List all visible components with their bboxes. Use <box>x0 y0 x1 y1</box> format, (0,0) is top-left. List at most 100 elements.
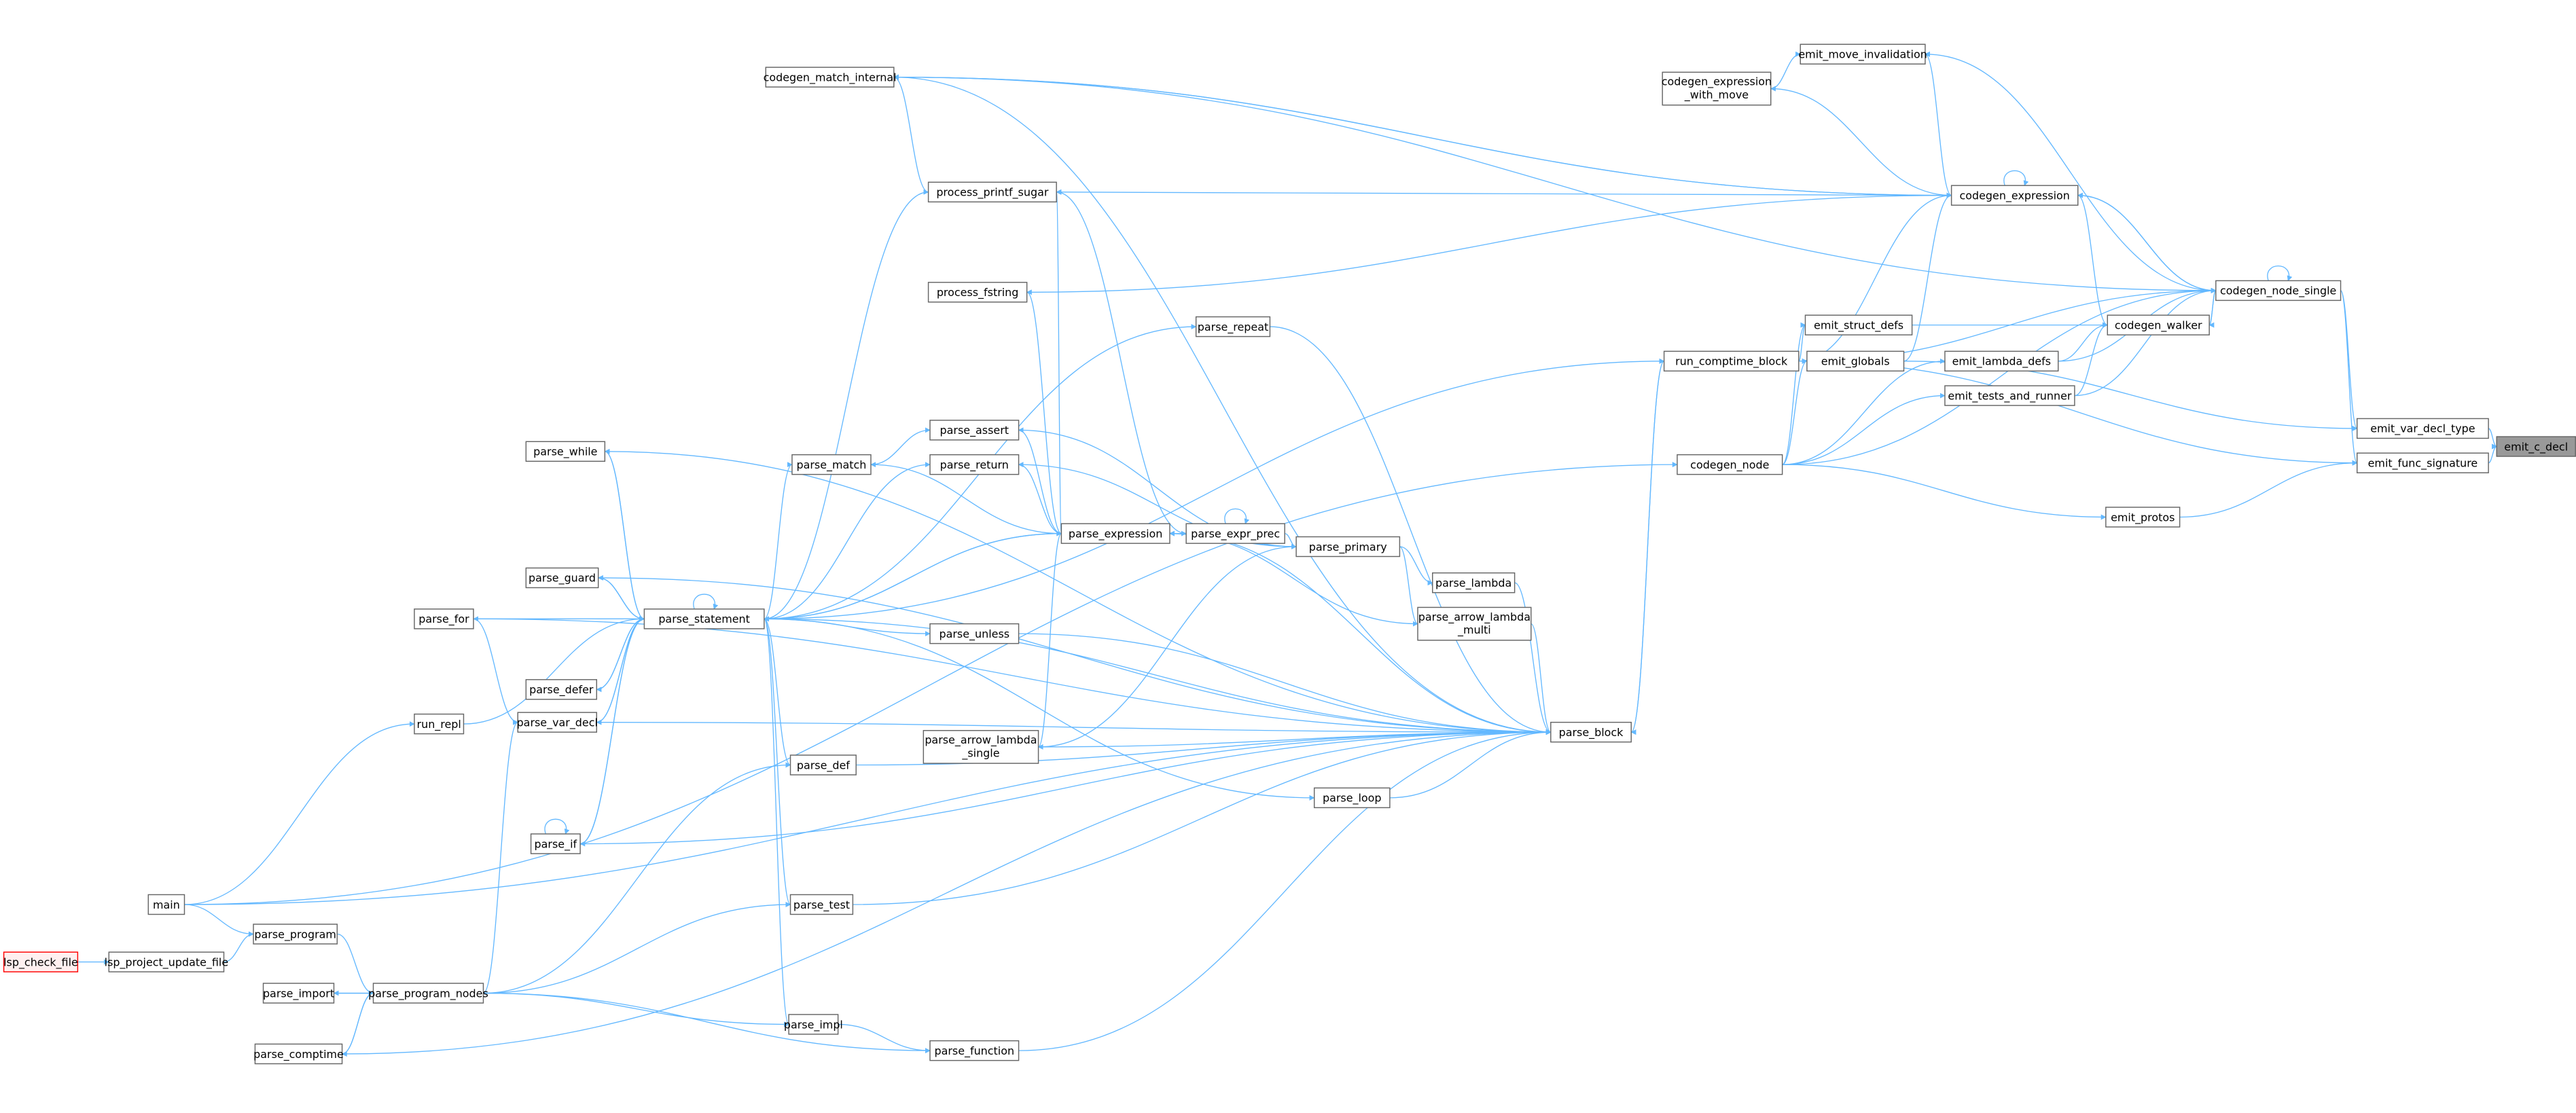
node-run-comptime-block[interactable]: run_comptime_block <box>1663 350 1800 372</box>
node-parse-guard[interactable]: parse_guard <box>525 567 599 589</box>
node-label: emit_move_invalidation <box>1798 48 1927 62</box>
node-parse-loop[interactable]: parse_loop <box>1313 787 1391 809</box>
node-parse-return[interactable]: parse_return <box>929 454 1020 475</box>
node-parse-if[interactable]: parse_if <box>530 833 581 854</box>
node-box <box>1950 185 2079 206</box>
node-codegen-match-internal[interactable]: codegen_match_internal <box>764 67 897 88</box>
node-parse-program-nodes[interactable]: parse_program_nodes <box>368 983 488 1004</box>
node-box <box>1944 350 2059 372</box>
edge-parse_lambda-to-parse_block <box>1514 582 1552 735</box>
node-box <box>372 983 484 1004</box>
node-process-printf-sugar[interactable]: process_printf_sugar <box>927 181 1057 203</box>
node-box <box>923 730 1039 764</box>
node-label: parse_unless <box>939 627 1009 641</box>
node-box <box>1185 523 1285 544</box>
node-parse-unless[interactable]: parse_unless <box>929 623 1020 644</box>
node-emit-tests-and-runner[interactable]: emit_tests_and_runner <box>1944 385 2075 406</box>
node-parse-block[interactable]: parse_block <box>1550 721 1632 743</box>
node-parse-for[interactable]: parse_for <box>414 608 474 630</box>
edge-parse_expression-to-parse_statement <box>764 532 1062 622</box>
node-label: parse_match <box>797 458 867 472</box>
node-process-fstring[interactable]: process_fstring <box>927 282 1028 303</box>
node-parse-test[interactable]: parse_test <box>789 894 854 915</box>
node-parse-import[interactable]: parse_import <box>262 983 335 1004</box>
node-codegen-expression-with-move[interactable]: codegen_expression_with_move <box>1662 71 1772 106</box>
node-box <box>1417 606 1532 641</box>
edge-parse_if-to-parse_statement <box>579 616 645 845</box>
edge-parse_repeat-to-parse_block <box>1270 326 1552 735</box>
node-parse-program[interactable]: parse_program <box>253 924 338 945</box>
node-codegen-node[interactable]: codegen_node <box>1677 454 1783 475</box>
edge-parse_statement-to-parse_match <box>764 462 793 620</box>
edge-codegen_node_single-to-codegen_expression <box>2077 192 2216 291</box>
node-parse-def[interactable]: parse_def <box>789 754 857 776</box>
edge-codegen_node_single-to-codegen_node_single <box>2267 266 2293 282</box>
node-box <box>2357 452 2489 473</box>
node-codegen-walker[interactable]: codegen_walker <box>2107 314 2210 335</box>
node-parse-var-decl[interactable]: parse_var_decl <box>517 712 598 733</box>
edge-codegen_node-to-emit_protos <box>1782 464 2107 520</box>
node-box <box>927 181 1057 203</box>
node-parse-match[interactable]: parse_match <box>791 454 872 475</box>
edge-parse_comptime-to-parse_program_nodes <box>342 990 374 1055</box>
node-parse-defer[interactable]: parse_defer <box>525 679 597 700</box>
node-box <box>1677 454 1783 475</box>
edge-parse_expr_prec-to-parse_primary <box>1284 532 1297 549</box>
node-box <box>929 1040 1020 1061</box>
node-emit-var-decl-type[interactable]: emit_var_decl_type <box>2357 418 2489 439</box>
edge-run_repl-to-parse_statement <box>463 616 645 725</box>
node-parse-primary[interactable]: parse_primary <box>1295 536 1401 558</box>
node-box <box>147 894 185 915</box>
node-parse-function[interactable]: parse_function <box>929 1040 1020 1061</box>
node-emit-lambda-defs[interactable]: emit_lambda_defs <box>1944 350 2059 372</box>
node-box <box>1550 721 1632 743</box>
node-label: codegen_walker <box>2115 318 2202 332</box>
node-box <box>929 454 1020 475</box>
node-parse-statement[interactable]: parse_statement <box>643 608 765 630</box>
node-parse-expression[interactable]: parse_expression <box>1060 523 1170 544</box>
edge-codegen_node-to-emit_globals <box>1782 358 1808 465</box>
node-parse-assert[interactable]: parse_assert <box>929 420 1020 441</box>
edge-parse_statement-to-parse_statement <box>693 594 719 610</box>
node-label: parse_statement <box>658 613 750 626</box>
node-emit-struct-defs[interactable]: emit_struct_defs <box>1804 314 1913 335</box>
node-label: parse_assert <box>940 424 1009 437</box>
edge-parse_program_nodes-to-parse_def <box>483 762 791 994</box>
node-label: parse_repeat <box>1198 321 1268 334</box>
edge-parse_if-to-parse_block <box>580 729 1552 845</box>
node-emit-protos[interactable]: emit_protos <box>2105 507 2181 528</box>
edge-parse_program_nodes-to-parse_var_decl <box>482 719 519 994</box>
node-box <box>791 454 872 475</box>
node-emit-func-signature[interactable]: emit_func_signature <box>2357 452 2489 473</box>
node-parse-arrow-lambda-single[interactable]: parse_arrow_lambda_single <box>923 730 1039 764</box>
node-parse-expr-prec[interactable]: parse_expr_prec <box>1185 523 1285 544</box>
edge-parse_block-to-codegen_match_internal <box>893 74 1551 733</box>
node-lsp-project-update-file[interactable]: lsp_project_update_file <box>105 951 228 972</box>
node-emit-c-decl[interactable]: emit_c_decl <box>2496 436 2576 457</box>
node-parse-impl[interactable]: parse_impl <box>784 1014 843 1035</box>
node-box <box>3 951 79 972</box>
node-run-repl[interactable]: run_repl <box>414 713 465 735</box>
node-codegen-expression[interactable]: codegen_expression <box>1950 185 2079 206</box>
node-parse-comptime[interactable]: parse_comptime <box>253 1043 344 1065</box>
node-main[interactable]: main <box>147 894 185 915</box>
node-label: parse_import <box>263 987 334 1000</box>
node-emit-globals[interactable]: emit_globals <box>1806 350 1905 372</box>
edge-codegen_expression-to-codegen_expression_with_move <box>1770 86 1952 196</box>
node-box <box>1944 385 2075 406</box>
edge-codegen_node_single-to-emit_move_invalidation <box>1925 51 2216 291</box>
node-parse-repeat[interactable]: parse_repeat <box>1195 316 1271 337</box>
node-box <box>108 951 225 972</box>
node-box <box>1662 71 1772 106</box>
node-parse-arrow-lambda-multi[interactable]: parse_arrow_lambda_multi <box>1417 606 1532 641</box>
node-parse-lambda[interactable]: parse_lambda <box>1432 572 1516 594</box>
edge-parse_if-to-parse_if <box>544 818 570 835</box>
node-lsp-check-file[interactable]: lsp_check_file <box>3 951 79 972</box>
node-parse-while[interactable]: parse_while <box>525 441 606 462</box>
node-emit-move-invalidation[interactable]: emit_move_invalidation <box>1798 43 1927 65</box>
edge-parse_statement-to-parse_def <box>764 618 791 768</box>
edge-lsp_project_update_file-to-parse_program <box>223 931 254 963</box>
node-codegen-node-single[interactable]: codegen_node_single <box>2215 280 2342 302</box>
node-box <box>262 983 335 1004</box>
edge-parse_statement-to-parse_return <box>764 462 931 620</box>
